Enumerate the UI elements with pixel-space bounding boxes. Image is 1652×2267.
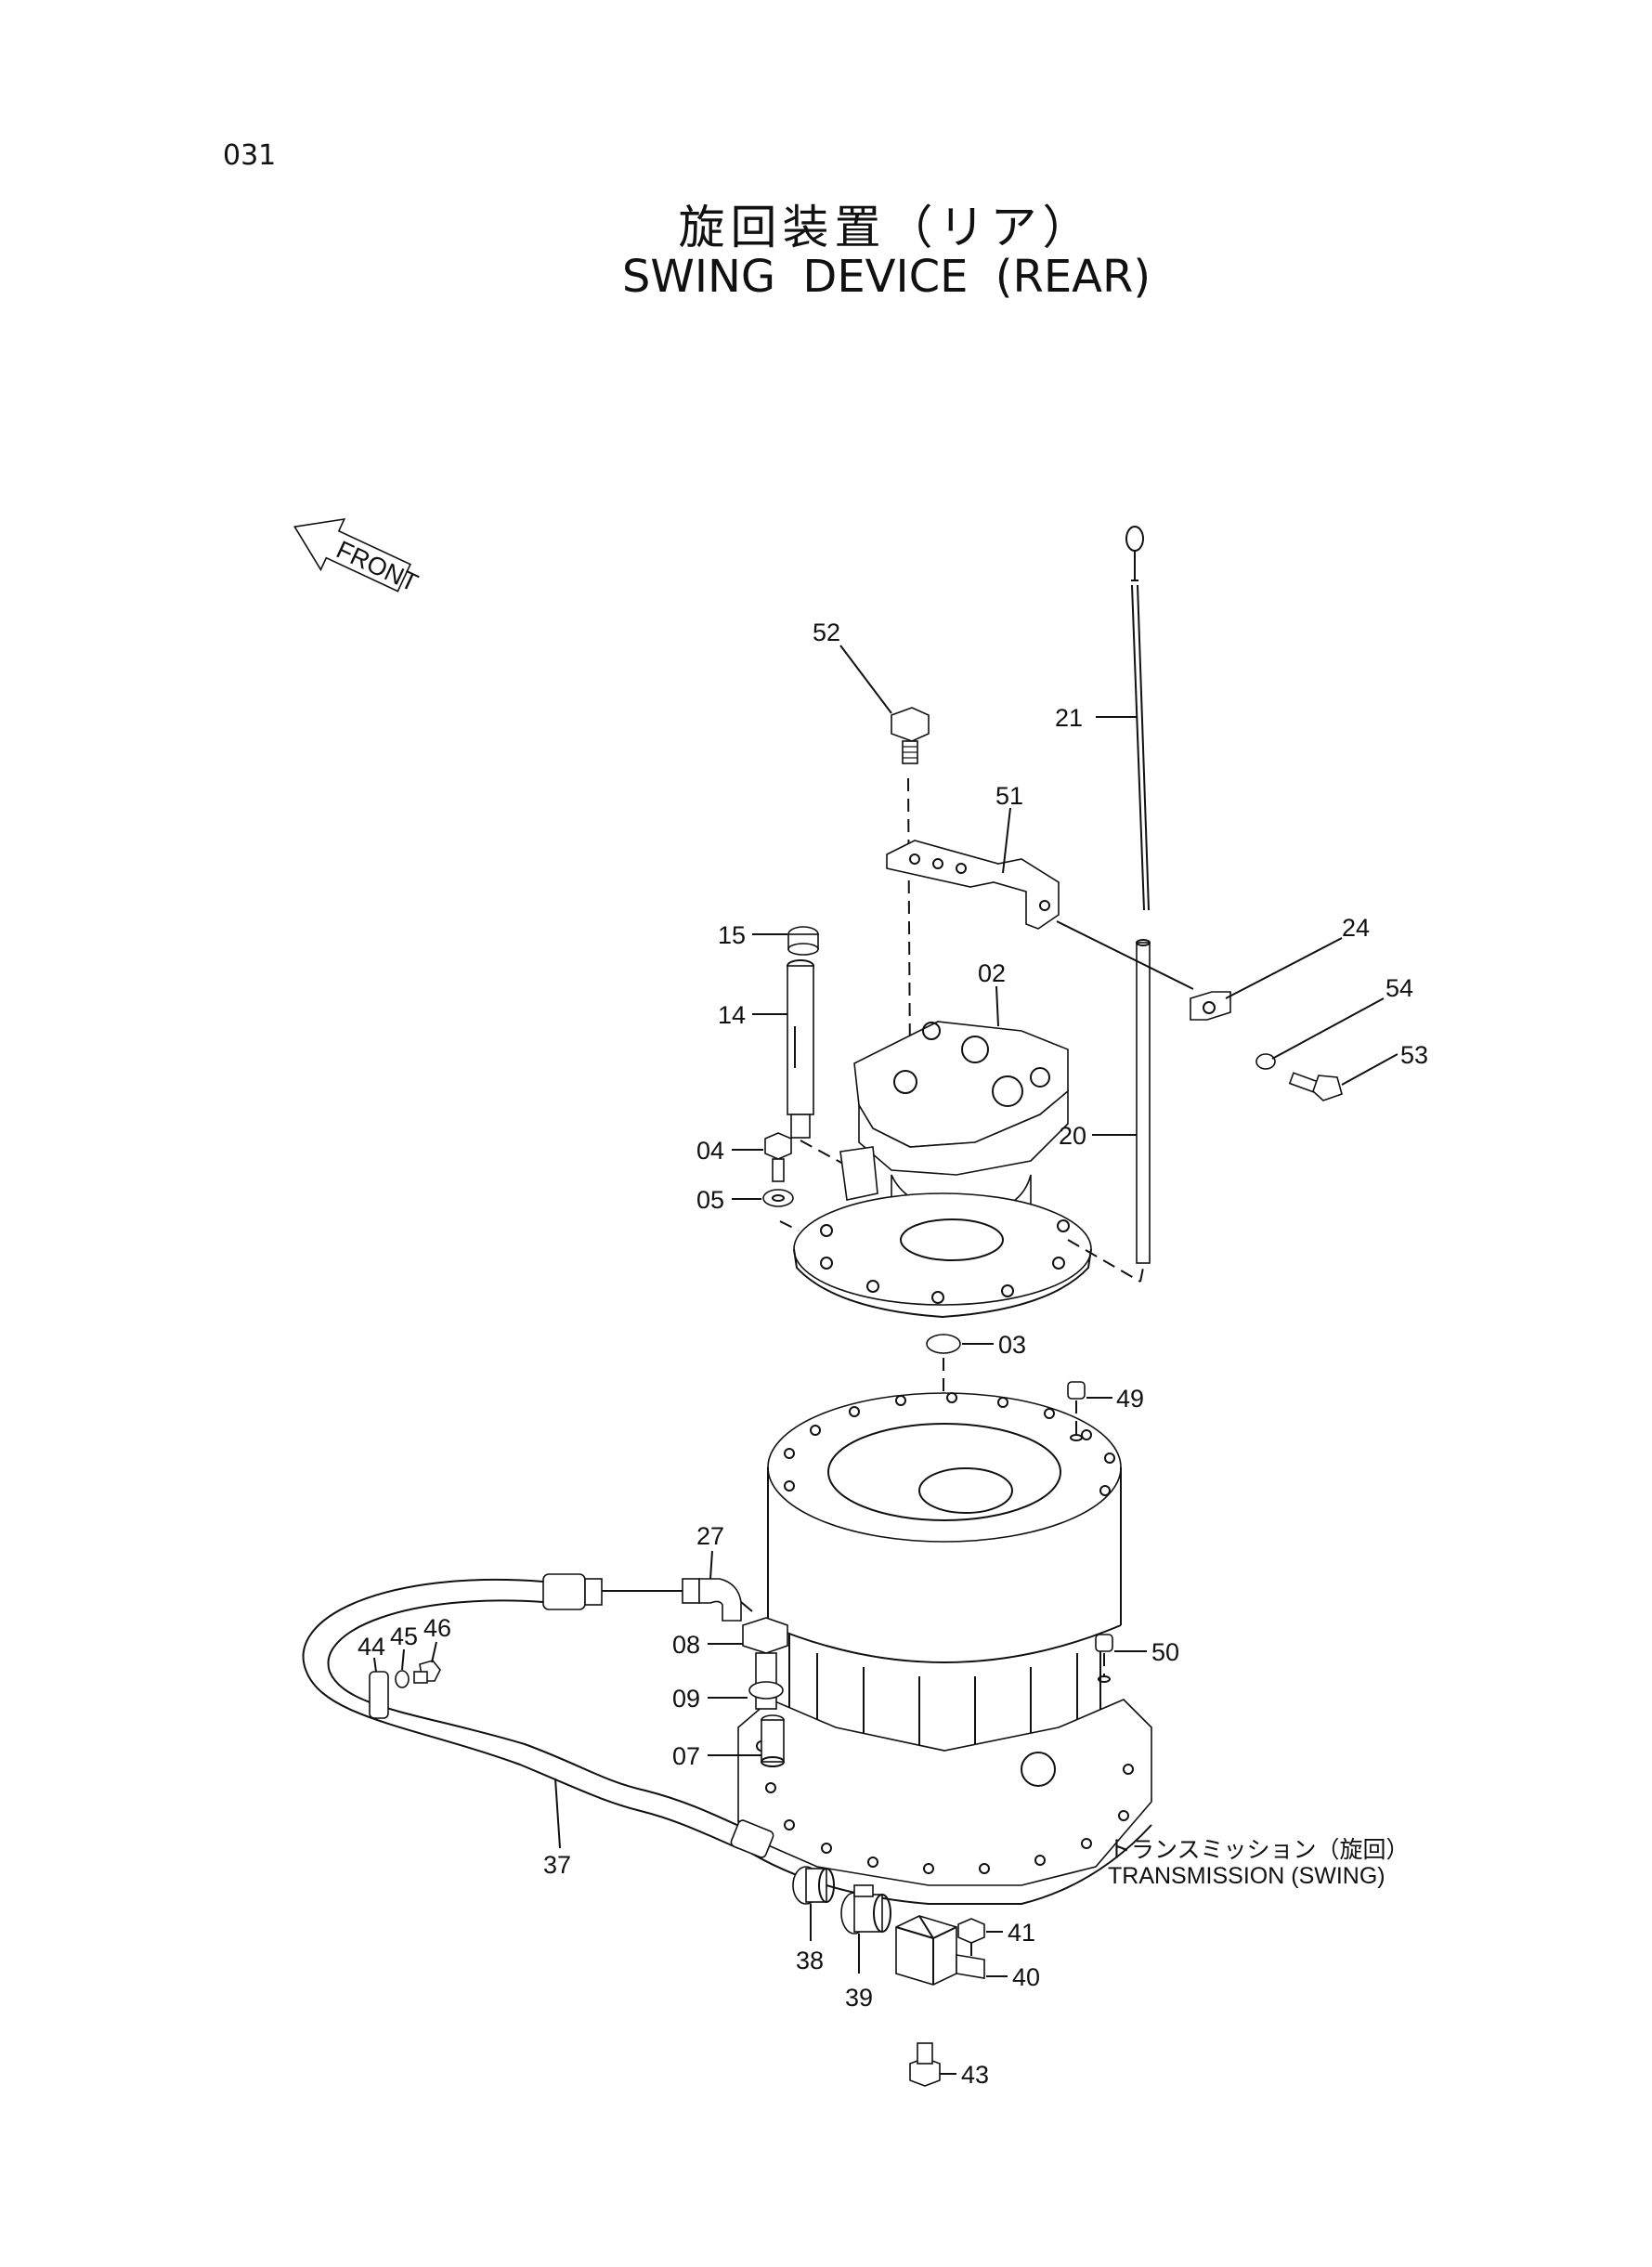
dipstick-21 (1125, 526, 1150, 911)
callout-45: 45 (390, 1622, 418, 1650)
cap-15 (787, 926, 819, 956)
bolt-43 (909, 2042, 941, 2087)
bolt-41 (957, 1918, 985, 1960)
clip-24 (1190, 991, 1231, 1021)
callout-54: 54 (1385, 974, 1413, 1002)
callout-20: 20 (1059, 1122, 1086, 1150)
callout-41: 41 (1008, 1919, 1035, 1947)
callout-50: 50 (1151, 1638, 1179, 1666)
swing-motor-02 (793, 1021, 1092, 1319)
callout-02: 02 (978, 959, 1006, 987)
callout-24: 24 (1342, 914, 1370, 942)
front-arrow-icon: FRONT (293, 518, 423, 597)
front-label: FRONT (332, 535, 423, 596)
bolt-52 (891, 707, 930, 764)
bolt-04 (764, 1132, 792, 1182)
callout-27: 27 (696, 1522, 724, 1550)
callout-46: 46 (423, 1614, 451, 1642)
adapter-38 (792, 1866, 835, 1905)
title-japanese: 旋回装置（リア） (678, 201, 1095, 254)
callout-37: 37 (543, 1851, 571, 1879)
callout-08: 08 (672, 1631, 700, 1659)
callout-39: 39 (845, 1984, 873, 2012)
callout-04: 04 (696, 1137, 724, 1165)
hose-37 (302, 1573, 774, 1858)
pin-07 (761, 1714, 785, 1767)
callout-51: 51 (995, 782, 1023, 810)
callout-44: 44 (358, 1633, 385, 1661)
callout-03: 03 (998, 1331, 1026, 1359)
washer-54 (1255, 1053, 1276, 1070)
washer-45 (395, 1670, 410, 1688)
connector-39 (840, 1884, 891, 1935)
bracket-51 (886, 840, 1060, 930)
callout-40: 40 (1012, 1963, 1040, 1991)
callout-49: 49 (1116, 1385, 1144, 1413)
callout-09: 09 (672, 1685, 700, 1713)
transmission-note-en: TRANSMISSION (SWING) (1108, 1863, 1385, 1889)
level-gauge-14 (787, 959, 814, 1139)
clamp-44 (369, 1671, 389, 1719)
plug-50 (1095, 1634, 1113, 1683)
transmission-note-jp: トランスミッション（旋回） (1108, 1837, 1410, 1863)
elbow-27 (602, 1578, 753, 1622)
callout-38: 38 (796, 1947, 824, 1974)
callout-52: 52 (813, 619, 840, 646)
washer-09 (748, 1681, 784, 1700)
swing-transmission (737, 1392, 1152, 1905)
callout-15: 15 (718, 921, 746, 949)
callout-07: 07 (672, 1742, 700, 1770)
plug-49 (1067, 1381, 1086, 1441)
callout-21: 21 (1055, 704, 1083, 732)
washer-05 (762, 1189, 794, 1207)
callout-05: 05 (696, 1186, 724, 1214)
title-english: SWING DEVICE (REAR) (621, 251, 1151, 303)
bolt-46 (413, 1660, 441, 1684)
callout-53: 53 (1400, 1041, 1428, 1069)
leader-lines (373, 645, 1398, 2075)
bolt-53 (1288, 1072, 1343, 1101)
page-number: 031 (223, 139, 277, 172)
dipstick-tube-20 (1136, 939, 1151, 1264)
block-40 (895, 1915, 985, 1986)
o-ring-03 (926, 1334, 961, 1354)
callout-43: 43 (961, 2061, 989, 2089)
callout-14: 14 (718, 1001, 746, 1029)
